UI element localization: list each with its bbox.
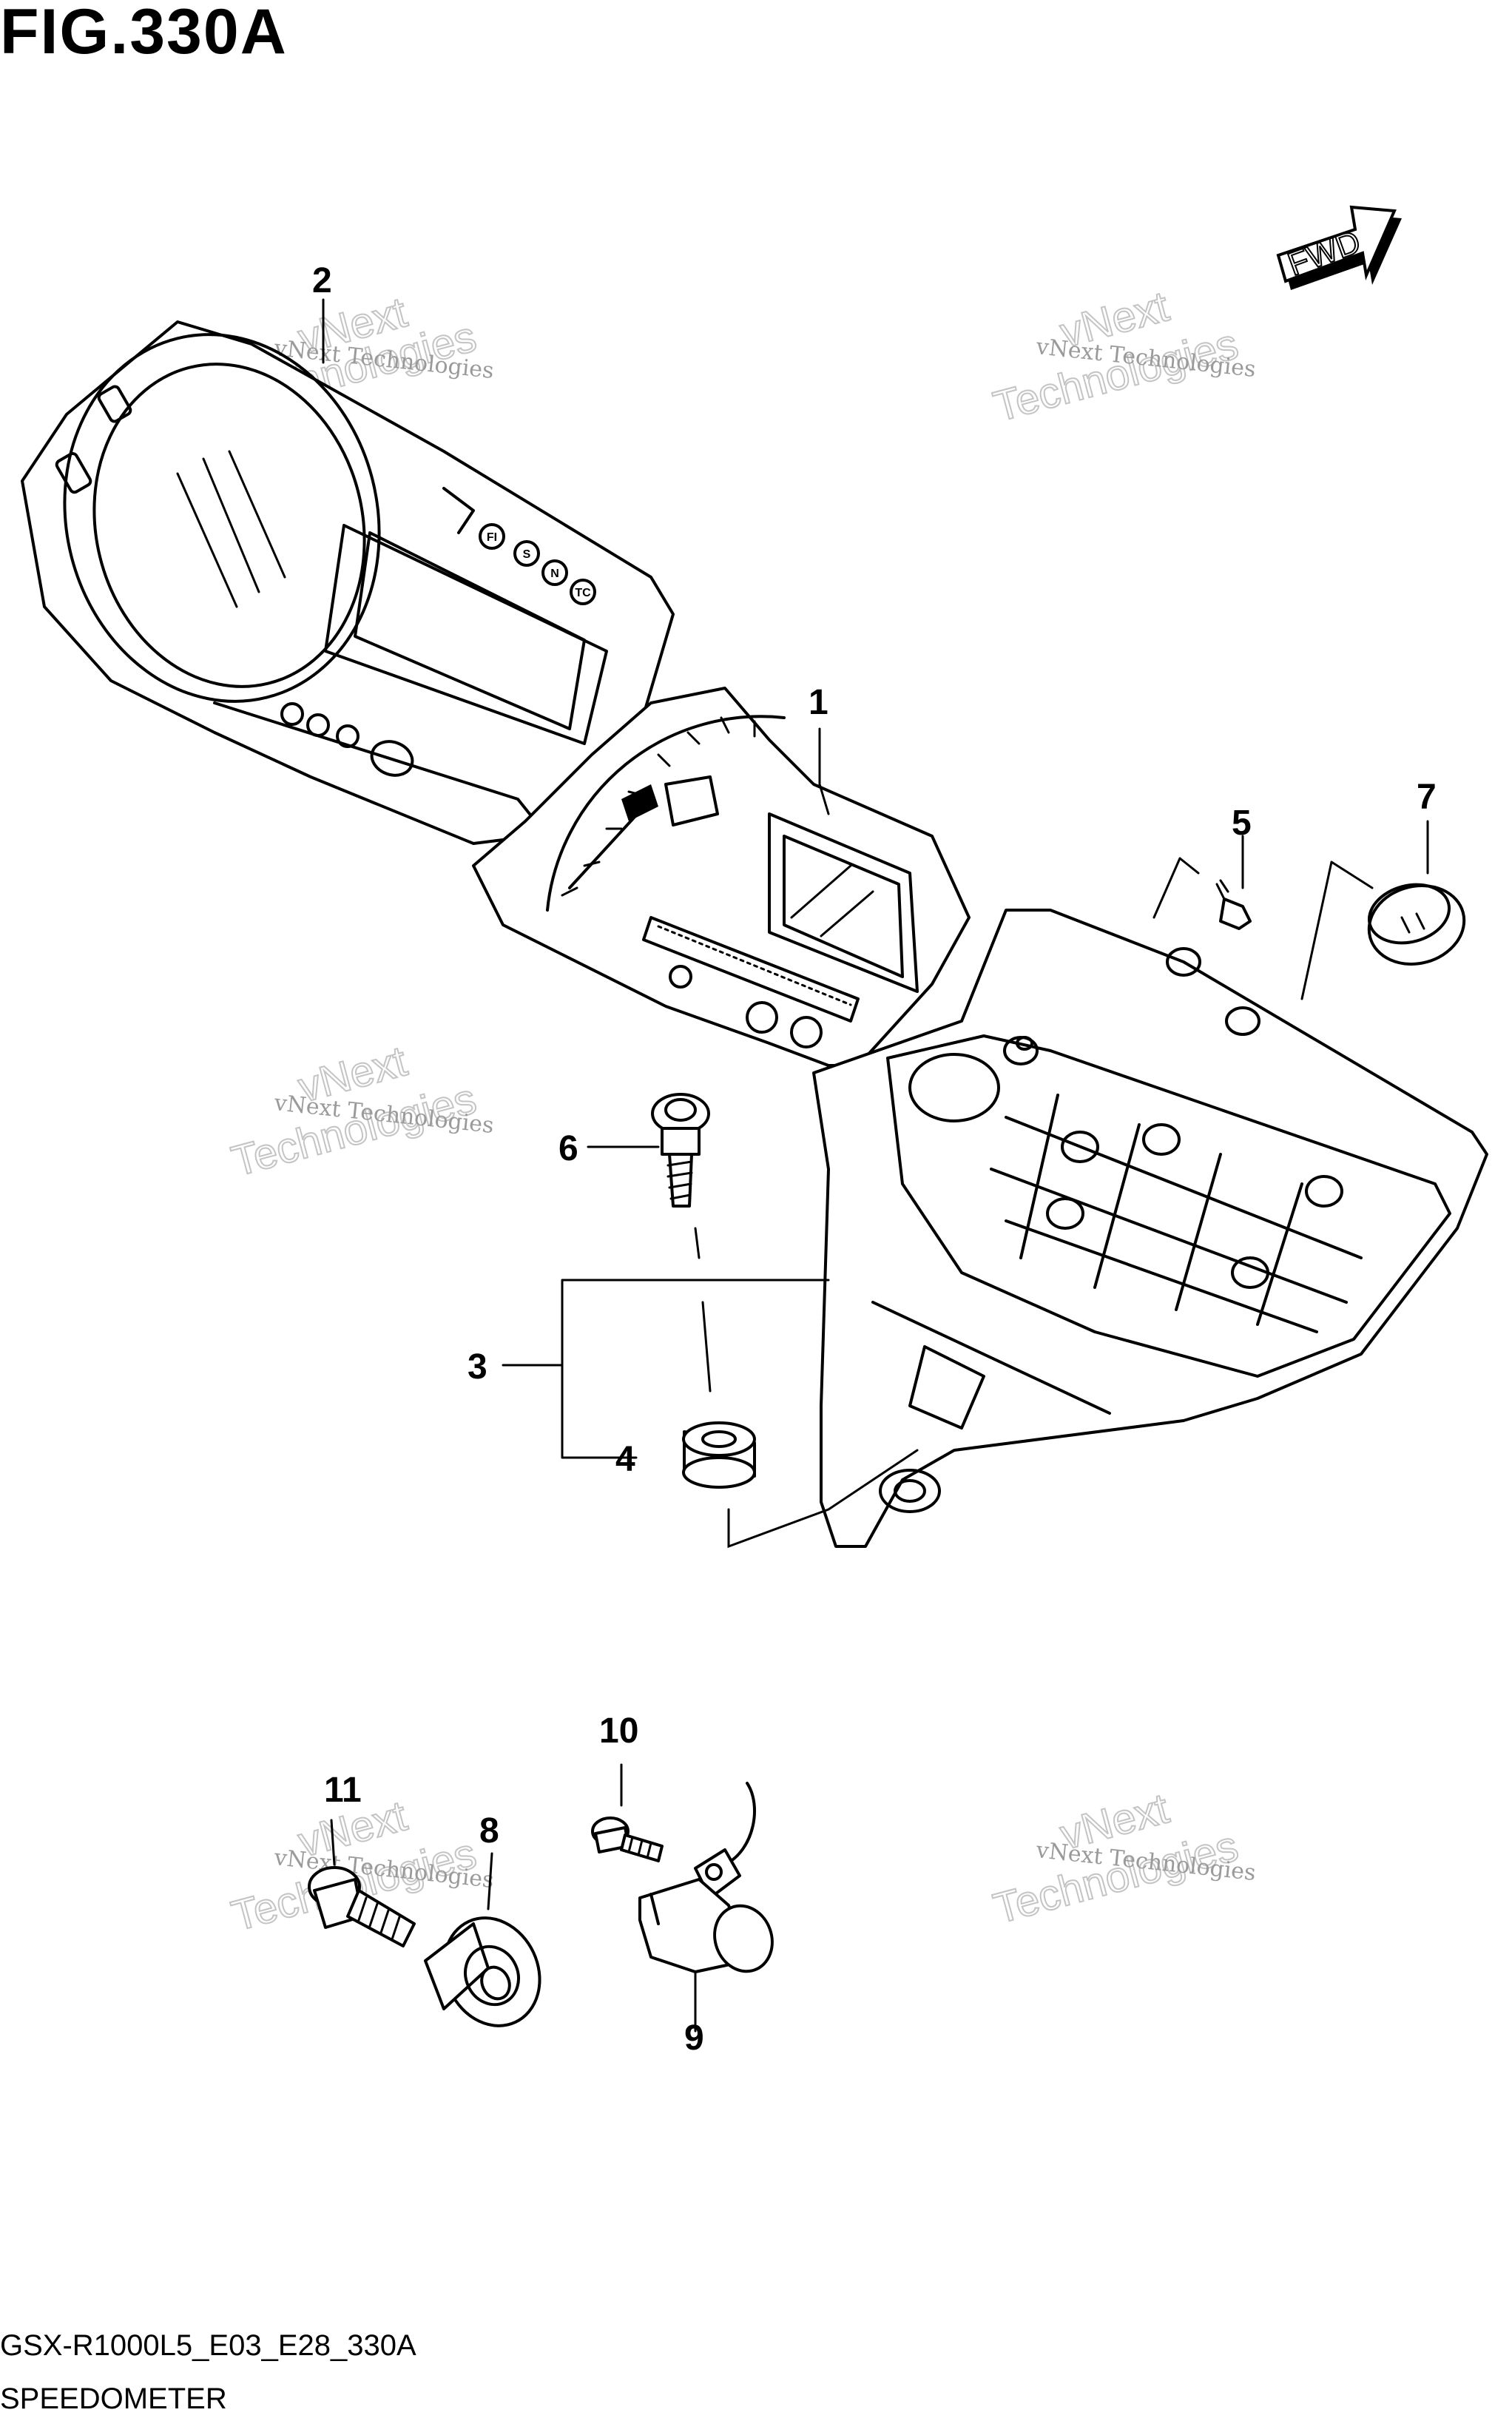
indicator-letter: N (550, 568, 559, 580)
part-1-meter-assembly (472, 687, 971, 1067)
indicator-letter: TC (575, 587, 591, 599)
callout-1: 1 (809, 683, 828, 722)
part-4-grommet (682, 1421, 756, 1489)
callout-5: 5 (1232, 804, 1252, 843)
callout-3: 3 (468, 1347, 487, 1387)
indicator-letter: FI (487, 531, 497, 544)
callout-2: 2 (312, 261, 332, 300)
callout-numbers: 2 1 5 7 6 3 4 10 11 8 9 (312, 261, 1437, 2058)
callout-8: 8 (479, 1811, 499, 1851)
figure-name: SPEEDOMETER (0, 2383, 227, 2415)
part-8-cushion (424, 1916, 541, 2027)
indicator-lamps: FI S N TC (479, 523, 596, 605)
part-10-screw (591, 1816, 664, 1862)
callout-6: 6 (558, 1129, 578, 1168)
callout-11: 11 (324, 1771, 362, 1810)
callout-10: 10 (599, 1711, 638, 1751)
callout-9: 9 (684, 2018, 704, 2058)
indicator-letter: S (523, 548, 531, 561)
callout-4: 4 (615, 1440, 635, 1479)
part-11-bolt (308, 1866, 416, 1947)
part-9-speed-sensor (638, 1782, 774, 1973)
figure-code: GSX-R1000L5_E03_E28_330A (0, 2329, 416, 2362)
watermark-mid-left: vNext Technologies vNext Technologies (226, 1036, 496, 1186)
watermark-bottom-right: vNext Technologies vNext Technologies (988, 1783, 1258, 1933)
part-5-screw (1215, 879, 1252, 930)
fwd-arrow-icon: FWD (1276, 205, 1402, 290)
part-2-meter-cover: FI S N TC (21, 320, 675, 845)
watermark-top-right: vNext Technologies vNext Technologies (988, 281, 1258, 431)
figure-title: FIG.330A (0, 0, 288, 67)
callout-7: 7 (1417, 778, 1437, 817)
part-7-cap (1367, 883, 1466, 966)
part-6-screw (651, 1093, 710, 1208)
meter-case (812, 909, 1488, 1548)
